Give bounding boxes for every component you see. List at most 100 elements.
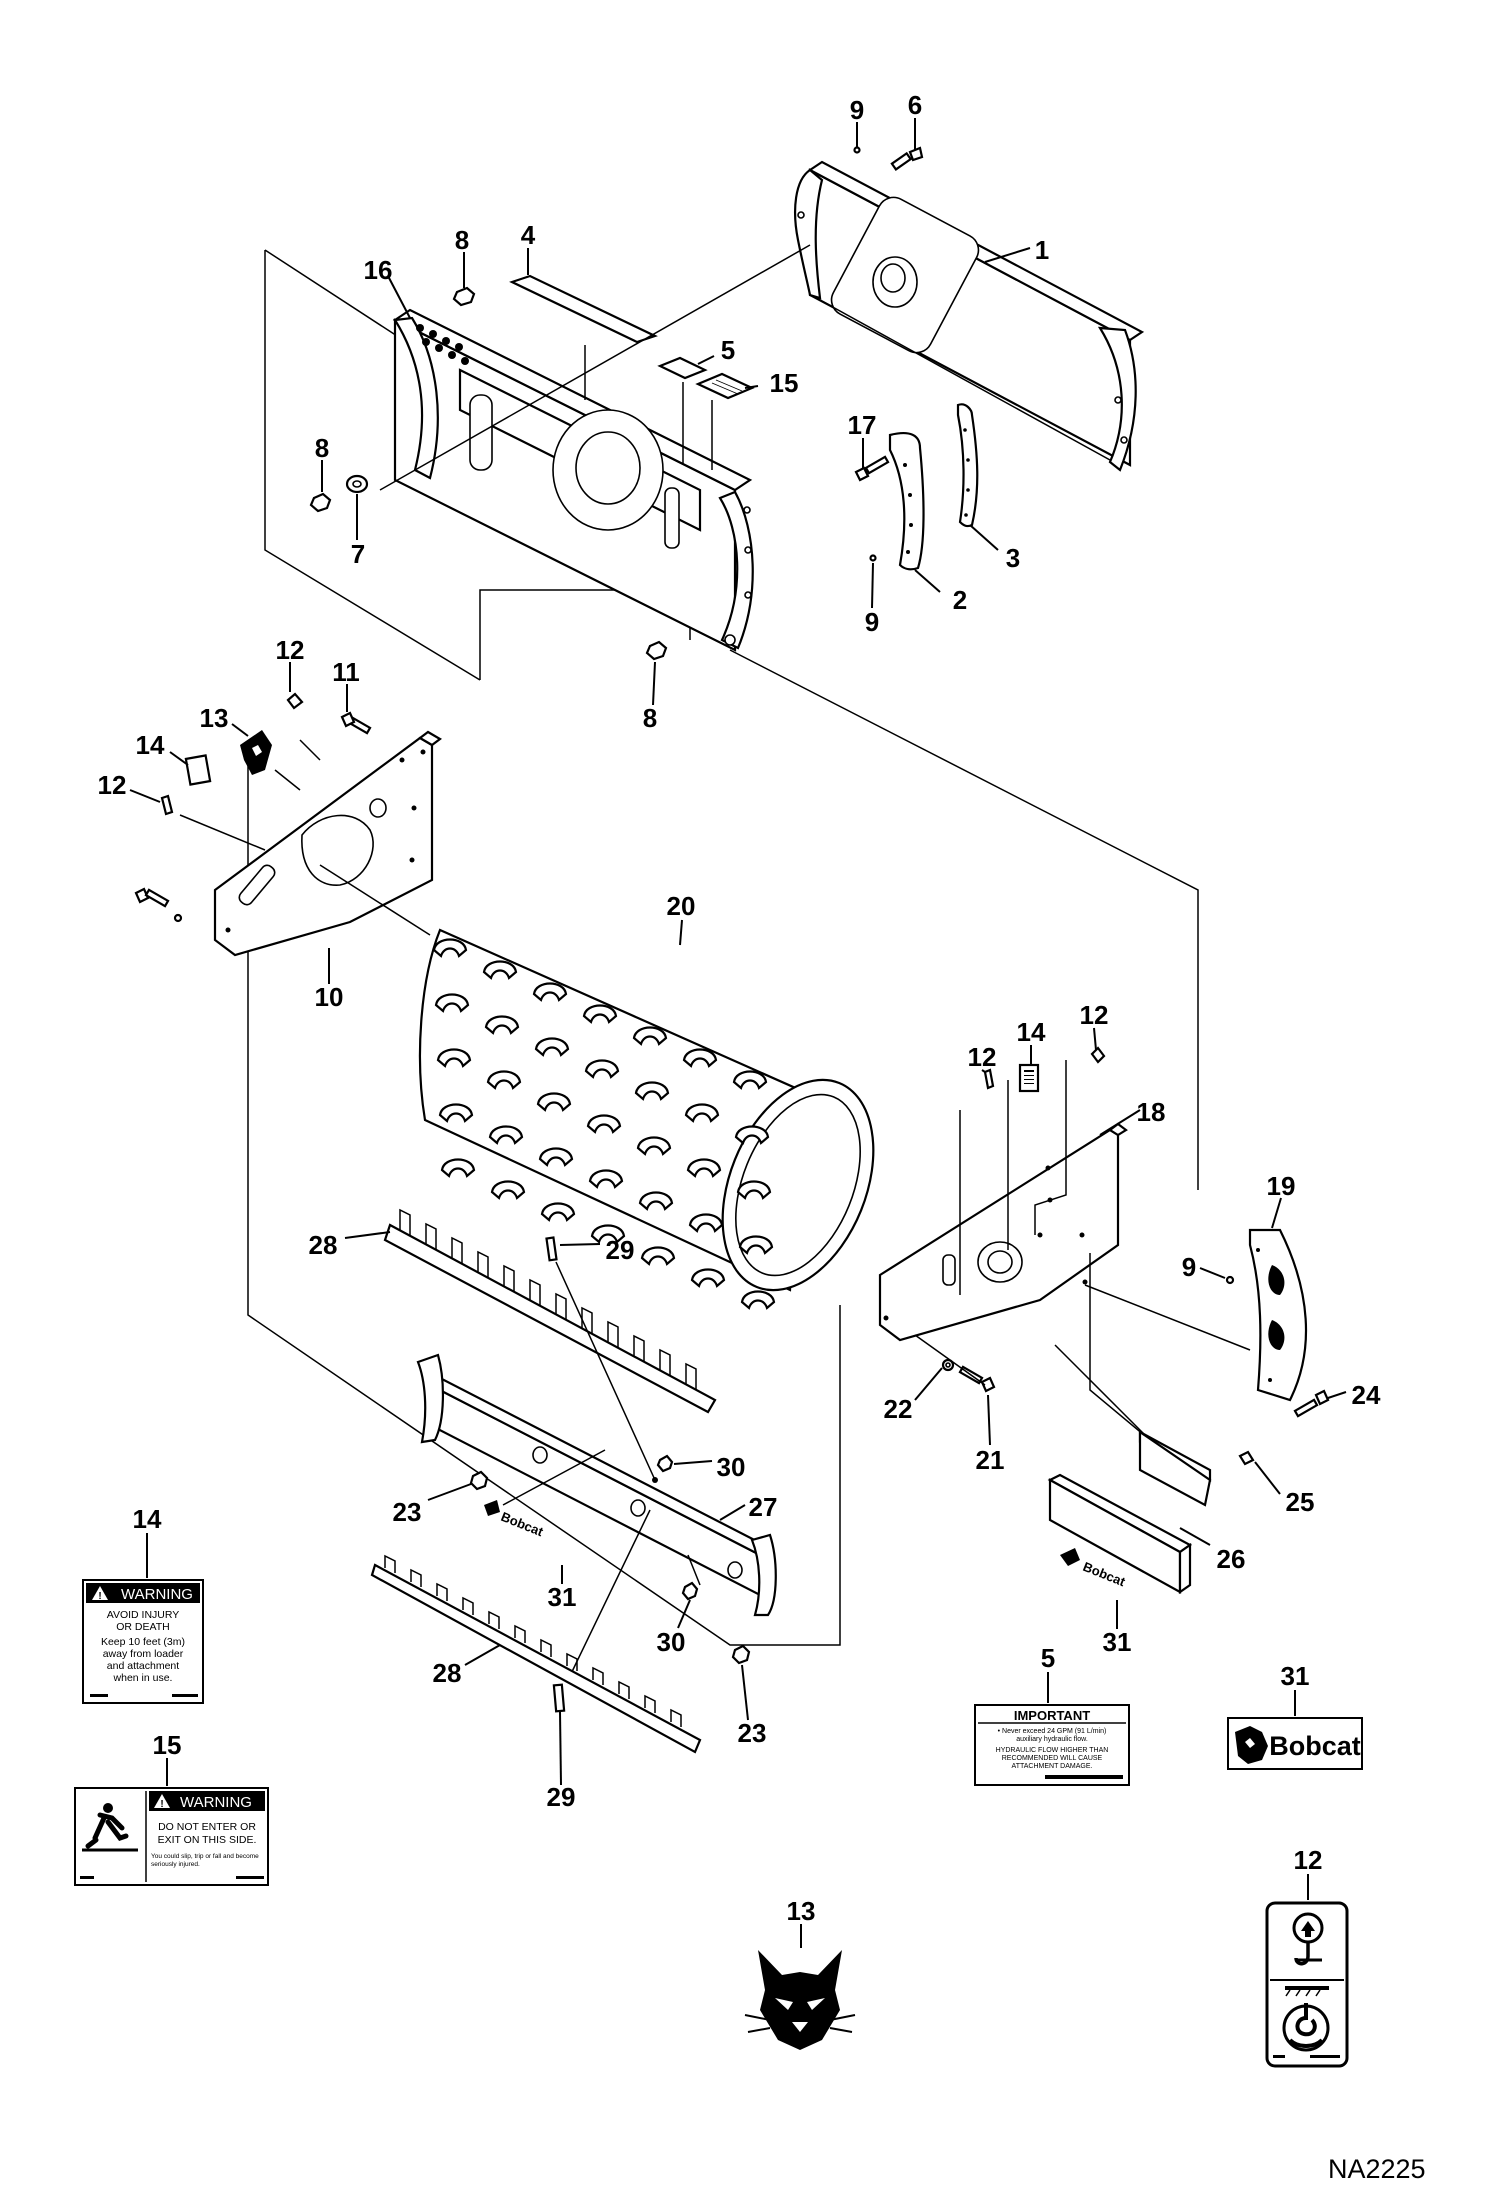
part-2-shim-plate xyxy=(888,431,925,571)
bolt-17 xyxy=(854,455,890,482)
callout-22: 22 xyxy=(884,1394,913,1424)
callout-13: 13 xyxy=(200,703,229,733)
part-27-cross-tube xyxy=(416,1353,777,1681)
bolt-24 xyxy=(1293,1389,1330,1418)
svg-text:• Never exceed 24 GPM (91 L/mi: • Never exceed 24 GPM (91 L/min) xyxy=(998,1728,1107,1735)
callout-10: 10 xyxy=(315,982,344,1012)
leader-24 xyxy=(1327,1391,1347,1399)
nut-30-lower xyxy=(681,1581,699,1601)
leader-12 xyxy=(1093,1027,1097,1051)
callout-14: 14 xyxy=(1017,1017,1046,1047)
drum-pad xyxy=(638,1191,674,1211)
callout-23: 23 xyxy=(393,1497,422,1527)
callout-15: 15 xyxy=(153,1730,182,1760)
nut-8-top xyxy=(452,286,476,307)
drum-pad xyxy=(482,960,518,980)
svg-text:Bobcat: Bobcat xyxy=(1081,1559,1128,1590)
slip-fall-pictogram-icon xyxy=(82,1803,138,1852)
decal-12-left-small xyxy=(160,794,174,816)
svg-text:when in use.: when in use. xyxy=(113,1672,173,1684)
drum-pad xyxy=(484,1015,520,1035)
leader-26 xyxy=(1179,1527,1211,1546)
callout-13: 13 xyxy=(787,1896,816,1926)
drum-pad xyxy=(682,1048,718,1068)
scraper-tooth xyxy=(410,1568,422,1587)
drum-pad xyxy=(588,1169,624,1189)
callout-14: 14 xyxy=(133,1504,162,1534)
drum-pad xyxy=(688,1213,724,1233)
leader-23 xyxy=(427,1483,472,1501)
scraper-tooth xyxy=(451,1236,463,1263)
part-18-right-side-plate xyxy=(878,1046,1251,1441)
svg-text:IMPORTANT: IMPORTANT xyxy=(1014,1708,1090,1723)
drum-pad xyxy=(490,1180,526,1200)
svg-text:Bobcat: Bobcat xyxy=(1269,1731,1361,1761)
nut-7-and-8 xyxy=(309,474,369,513)
leader-12 xyxy=(129,789,161,803)
callout-20: 20 xyxy=(667,891,696,921)
nut-30-upper xyxy=(656,1454,674,1473)
callout-9: 9 xyxy=(1182,1252,1196,1282)
drum-pad xyxy=(436,1048,472,1068)
fasteners-left-plate xyxy=(134,692,372,923)
svg-text:WARNING: WARNING xyxy=(180,1794,252,1811)
leader-29 xyxy=(559,1711,562,1786)
drum-pad xyxy=(686,1158,722,1178)
decal-12-right-b xyxy=(1090,1046,1106,1064)
part-26-scraper-bracket xyxy=(1047,1429,1212,1595)
svg-text:You could slip, trip or fall a: You could slip, trip or fall and become xyxy=(151,1853,259,1860)
callout-12: 12 xyxy=(1080,1000,1109,1030)
callout-24: 24 xyxy=(1352,1380,1381,1410)
drum-pad xyxy=(532,982,568,1002)
callout-2: 2 xyxy=(953,585,967,615)
drum-pad xyxy=(488,1125,524,1145)
decal-detail-lift-point-12 xyxy=(1265,1901,1349,2068)
callout-31: 31 xyxy=(548,1582,577,1612)
scraper-tooth xyxy=(607,1320,619,1347)
scraper-tooth xyxy=(503,1264,515,1291)
scraper-tooth xyxy=(462,1596,474,1615)
decal-14-left xyxy=(184,754,212,786)
callout-1: 1 xyxy=(1035,235,1049,265)
leader-16 xyxy=(387,275,411,319)
leader-22 xyxy=(914,1367,943,1401)
svg-text:AVOID INJURY: AVOID INJURY xyxy=(107,1609,180,1621)
drum-pad xyxy=(684,1103,720,1123)
drum-pad xyxy=(738,1235,774,1255)
drum-pad xyxy=(582,1004,618,1024)
scraper-tooth xyxy=(633,1334,645,1361)
callout-19: 19 xyxy=(1267,1171,1296,1201)
drum-pad xyxy=(536,1092,572,1112)
drum-pad xyxy=(586,1114,622,1134)
svg-text:OR DEATH: OR DEATH xyxy=(116,1621,169,1633)
svg-text:auxiliary hydraulic flow.: auxiliary hydraulic flow. xyxy=(1016,1736,1088,1743)
drum-pad xyxy=(740,1290,776,1310)
leader-19 xyxy=(1271,1197,1282,1229)
callout-23: 23 xyxy=(738,1718,767,1748)
drum-pad xyxy=(590,1224,626,1244)
callout-8: 8 xyxy=(455,225,469,255)
bobcat-head-icon xyxy=(1235,1726,1268,1764)
drum-pad xyxy=(732,1070,768,1090)
nut-8-lower xyxy=(645,640,668,661)
callout-8: 8 xyxy=(643,703,657,733)
drawing-id: NA2225 xyxy=(1328,2154,1426,2184)
scraper-tooth xyxy=(514,1624,526,1643)
leader-30 xyxy=(677,1599,691,1629)
callout-25: 25 xyxy=(1286,1487,1315,1517)
leader-27 xyxy=(719,1504,746,1521)
leader-30 xyxy=(673,1460,713,1465)
part-16-main-frame xyxy=(392,308,754,652)
leader-9 xyxy=(871,562,874,609)
nut-23-lower xyxy=(731,1644,751,1665)
callout-26: 26 xyxy=(1217,1544,1246,1574)
callout-12: 12 xyxy=(1294,1845,1323,1875)
washer-9-right xyxy=(1225,1275,1235,1285)
drum-pad xyxy=(636,1136,672,1156)
decal-13-left xyxy=(240,730,272,775)
callout-29: 29 xyxy=(547,1782,576,1812)
nut-23-upper xyxy=(469,1470,489,1491)
scraper-tooth xyxy=(425,1222,437,1249)
